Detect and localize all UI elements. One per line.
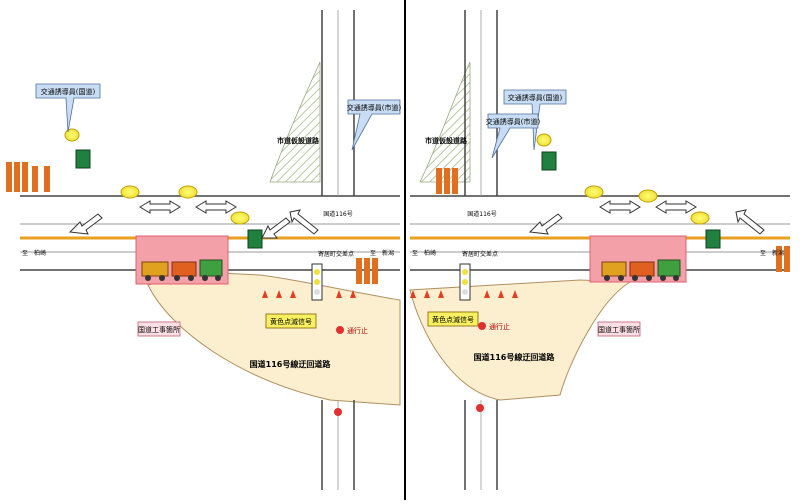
yellow-signal-label: 黄色点滅信号	[270, 317, 312, 326]
no-entry-icon	[336, 326, 344, 334]
truck-icon	[199, 259, 223, 281]
cones-left	[262, 290, 356, 298]
construction-site-label: 国道工事箇所	[138, 325, 180, 334]
roller-icon	[629, 261, 655, 281]
city-temp-road-label: 市道仮設道路	[277, 136, 320, 145]
intersection-label: 寄居町交差点	[318, 250, 354, 258]
dir-left-label: 至 柏崎	[22, 249, 46, 257]
city-temp-road-right	[419, 61, 471, 183]
callout-guide-national-left: 交通誘導員(国道)	[35, 83, 101, 133]
callout-guide-city-right: 交通誘導員(市道)	[486, 113, 541, 159]
traffic-arrows-left	[68, 200, 319, 239]
bypass-road-label: 国道116号線迂回道路	[250, 359, 332, 369]
excavator-icon	[601, 261, 627, 281]
right-panel: 交通誘導員(国道) 交通誘導員(市道) 市道仮設道路 国道116号 至 柏崎 至…	[409, 10, 790, 490]
guide-board-left-2	[247, 229, 263, 249]
warning-lamps-left	[64, 128, 250, 225]
excavator-icon	[141, 261, 169, 281]
warning-lamps-right	[536, 133, 710, 225]
national-116-label: 国道116号	[467, 210, 496, 218]
guide-board-left	[75, 149, 91, 169]
dir-left-label: 至 柏崎	[412, 249, 436, 257]
intersection-label: 寄居町交差点	[462, 250, 498, 258]
bypass-road-label: 国道116号線迂回道路	[474, 352, 556, 362]
dir-right-label: 至 新潟	[760, 249, 784, 257]
sign-boards-right	[436, 168, 790, 272]
no-entry-label: 通行止	[489, 322, 510, 331]
guide-board-right-2	[705, 229, 721, 249]
city-temp-road-left	[269, 61, 321, 183]
callout-text: 交通誘導員(国道)	[508, 93, 563, 102]
guide-board-right	[541, 151, 557, 171]
city-temp-road-label: 市道仮設道路	[425, 136, 468, 145]
callout-text: 交通誘導員(市道)	[347, 103, 402, 112]
traffic-signal-left	[311, 263, 323, 301]
cones-right	[410, 290, 518, 298]
dir-right-label: 至 新潟	[370, 249, 394, 257]
no-entry-label: 通行止	[347, 326, 368, 335]
callout-text: 交通誘導員(国道)	[41, 87, 96, 96]
construction-site-label: 国道工事箇所	[598, 325, 640, 334]
no-entry-icon	[334, 408, 342, 416]
left-panel: 交通誘導員(国道) 交通誘導員(市道) 市道仮設道路 国道116号 至 柏崎 至…	[6, 10, 401, 490]
roller-icon	[171, 261, 197, 281]
traffic-signal-right	[459, 263, 471, 301]
yellow-signal-label: 黄色点滅信号	[432, 315, 474, 324]
truck-icon	[657, 259, 681, 281]
no-entry-icon	[476, 404, 484, 412]
bypass-road-right	[409, 279, 632, 401]
bypass-road-left	[147, 271, 401, 406]
sign-boards-left	[6, 162, 378, 284]
callout-text: 交通誘導員(市道)	[486, 117, 541, 126]
traffic-arrows-right	[528, 200, 765, 235]
national-116-label: 国道116号	[323, 210, 352, 218]
no-entry-icon	[478, 322, 486, 330]
callout-guide-city-left: 交通誘導員(市道)	[347, 99, 402, 151]
